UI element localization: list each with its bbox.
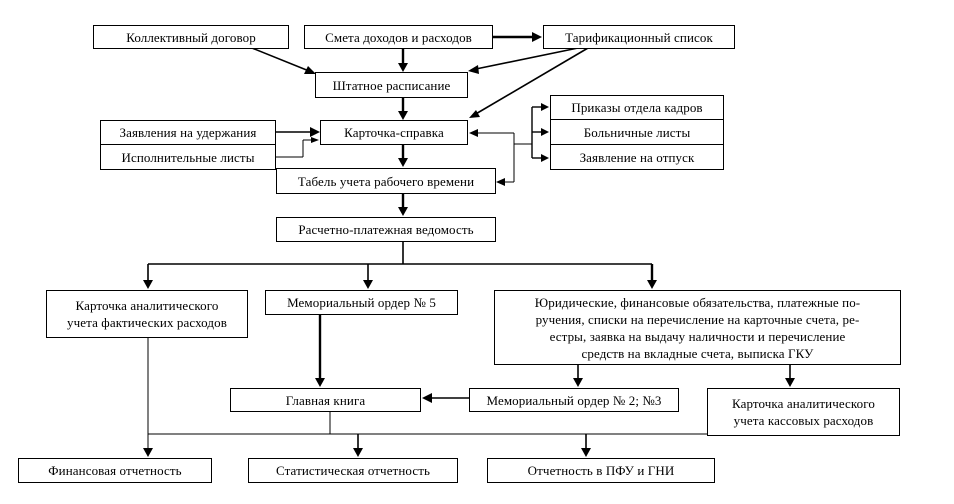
memorial-order-2-3-label: Мемориальный ордер № 2; №3 <box>486 392 662 408</box>
budget-estimate-box: Смета доходов и расходов <box>304 25 493 49</box>
tariff-list-label: Тарификационный список <box>565 29 713 45</box>
arrowhead <box>541 103 549 111</box>
arrowhead <box>469 129 478 137</box>
financial-reporting-label: Финансовая отчетность <box>48 463 182 478</box>
cash-expenses-card-line2: учета кассовых расходов <box>733 413 874 428</box>
arrowhead <box>541 154 549 162</box>
arrowhead <box>353 448 363 457</box>
arrowhead <box>315 378 325 387</box>
timesheet-label: Табель учета рабочего времени <box>297 173 475 189</box>
payroll-statement-label: Расчетно-платежная ведомость <box>298 222 474 237</box>
staff-schedule-label: Штатное расписание <box>332 77 451 93</box>
statistical-reporting-box: Статистическая отчетность <box>248 458 458 483</box>
obligations-line4: средств на вкладные счета, выписка ГКУ <box>581 345 814 361</box>
obligations-line1: Юридические, финансовые обязательства, п… <box>534 294 861 310</box>
actual-expenses-card-box: Карточка аналитического учета фактически… <box>46 290 248 338</box>
hr-orders-label: Приказы отдела кадров <box>571 100 703 115</box>
cash-expenses-card-box: Карточка аналитического учета кассовых р… <box>707 388 900 436</box>
cash-expenses-card-line1: Карточка аналитического <box>731 396 875 411</box>
arrowhead <box>468 65 479 74</box>
sick-leave-sheets-label: Больничные листы <box>583 124 691 140</box>
memorial-order-2-3-box: Мемориальный ордер № 2; №3 <box>469 388 679 412</box>
arrowhead <box>310 127 320 137</box>
budget-estimate-label: Смета доходов и расходов <box>325 29 472 45</box>
withholding-applications-label: Заявления на удержания <box>119 125 257 140</box>
reference-card-box: Карточка-справка <box>320 120 468 145</box>
hr-orders-box: Приказы отдела кадров <box>550 95 724 120</box>
actual-expenses-card-line2: учета фактических расходов <box>67 315 227 330</box>
enforcement-sheets-box: Исполнительные листы <box>100 145 276 170</box>
arrowhead <box>422 393 432 403</box>
memorial-order-5-label: Мемориальный ордер № 5 <box>287 295 436 310</box>
arrowhead <box>581 448 591 457</box>
payroll-statement-box: Расчетно-платежная ведомость <box>276 217 496 242</box>
vacation-application-box: Заявление на отпуск <box>550 145 724 170</box>
general-ledger-box: Главная книга <box>230 388 421 412</box>
obligations-line3: естры, заявка на выдачу наличности и пер… <box>549 328 846 344</box>
arrowhead <box>496 178 505 186</box>
withholding-applications-box: Заявления на удержания <box>100 120 276 145</box>
arrowhead <box>398 63 408 72</box>
actual-expenses-card-line1: Карточка аналитического <box>75 298 219 313</box>
timesheet-box: Табель учета рабочего времени <box>276 168 496 194</box>
collective-agreement-label: Коллективный договор <box>126 29 256 45</box>
arrowhead <box>398 111 408 120</box>
general-ledger-label: Главная книга <box>285 392 366 408</box>
connector-tariff-to-staff <box>470 47 579 71</box>
arrowhead <box>532 32 542 42</box>
obligations-box: Юридические, финансовые обязательства, п… <box>494 290 901 365</box>
arrowhead <box>785 378 795 387</box>
arrowhead <box>363 280 373 289</box>
arrowhead <box>311 137 319 143</box>
arrowhead <box>143 448 153 457</box>
sick-leave-sheets-box: Больничные листы <box>550 120 724 145</box>
memorial-order-5-box: Мемориальный ордер № 5 <box>265 290 458 315</box>
financial-reporting-box: Финансовая отчетность <box>18 458 212 483</box>
connector-tariff-to-card <box>473 47 589 116</box>
tariff-list-box: Тарификационный список <box>543 25 735 49</box>
vacation-application-label: Заявление на отпуск <box>579 149 695 165</box>
arrowhead <box>469 110 480 118</box>
staff-schedule-box: Штатное расписание <box>315 72 468 98</box>
arrowhead <box>573 378 583 387</box>
obligations-line2: ручения, списки на перечисление на карто… <box>535 311 860 327</box>
arrowhead <box>143 280 153 289</box>
arrowhead <box>398 158 408 167</box>
arrowhead <box>647 280 657 289</box>
collective-agreement-box: Коллективный договор <box>93 25 289 49</box>
connector-agreement-to-staff <box>251 47 315 74</box>
arrowhead <box>304 66 316 74</box>
enforcement-sheets-label: Исполнительные листы <box>121 149 255 165</box>
arrowhead <box>398 207 408 216</box>
reference-card-label: Карточка-справка <box>344 125 444 140</box>
pfu-gni-reporting-box: Отчетность в ПФУ и ГНИ <box>487 458 715 483</box>
pfu-gni-reporting-label: Отчетность в ПФУ и ГНИ <box>527 463 675 478</box>
statistical-reporting-label: Статистическая отчетность <box>276 463 430 478</box>
arrowhead <box>541 128 549 136</box>
